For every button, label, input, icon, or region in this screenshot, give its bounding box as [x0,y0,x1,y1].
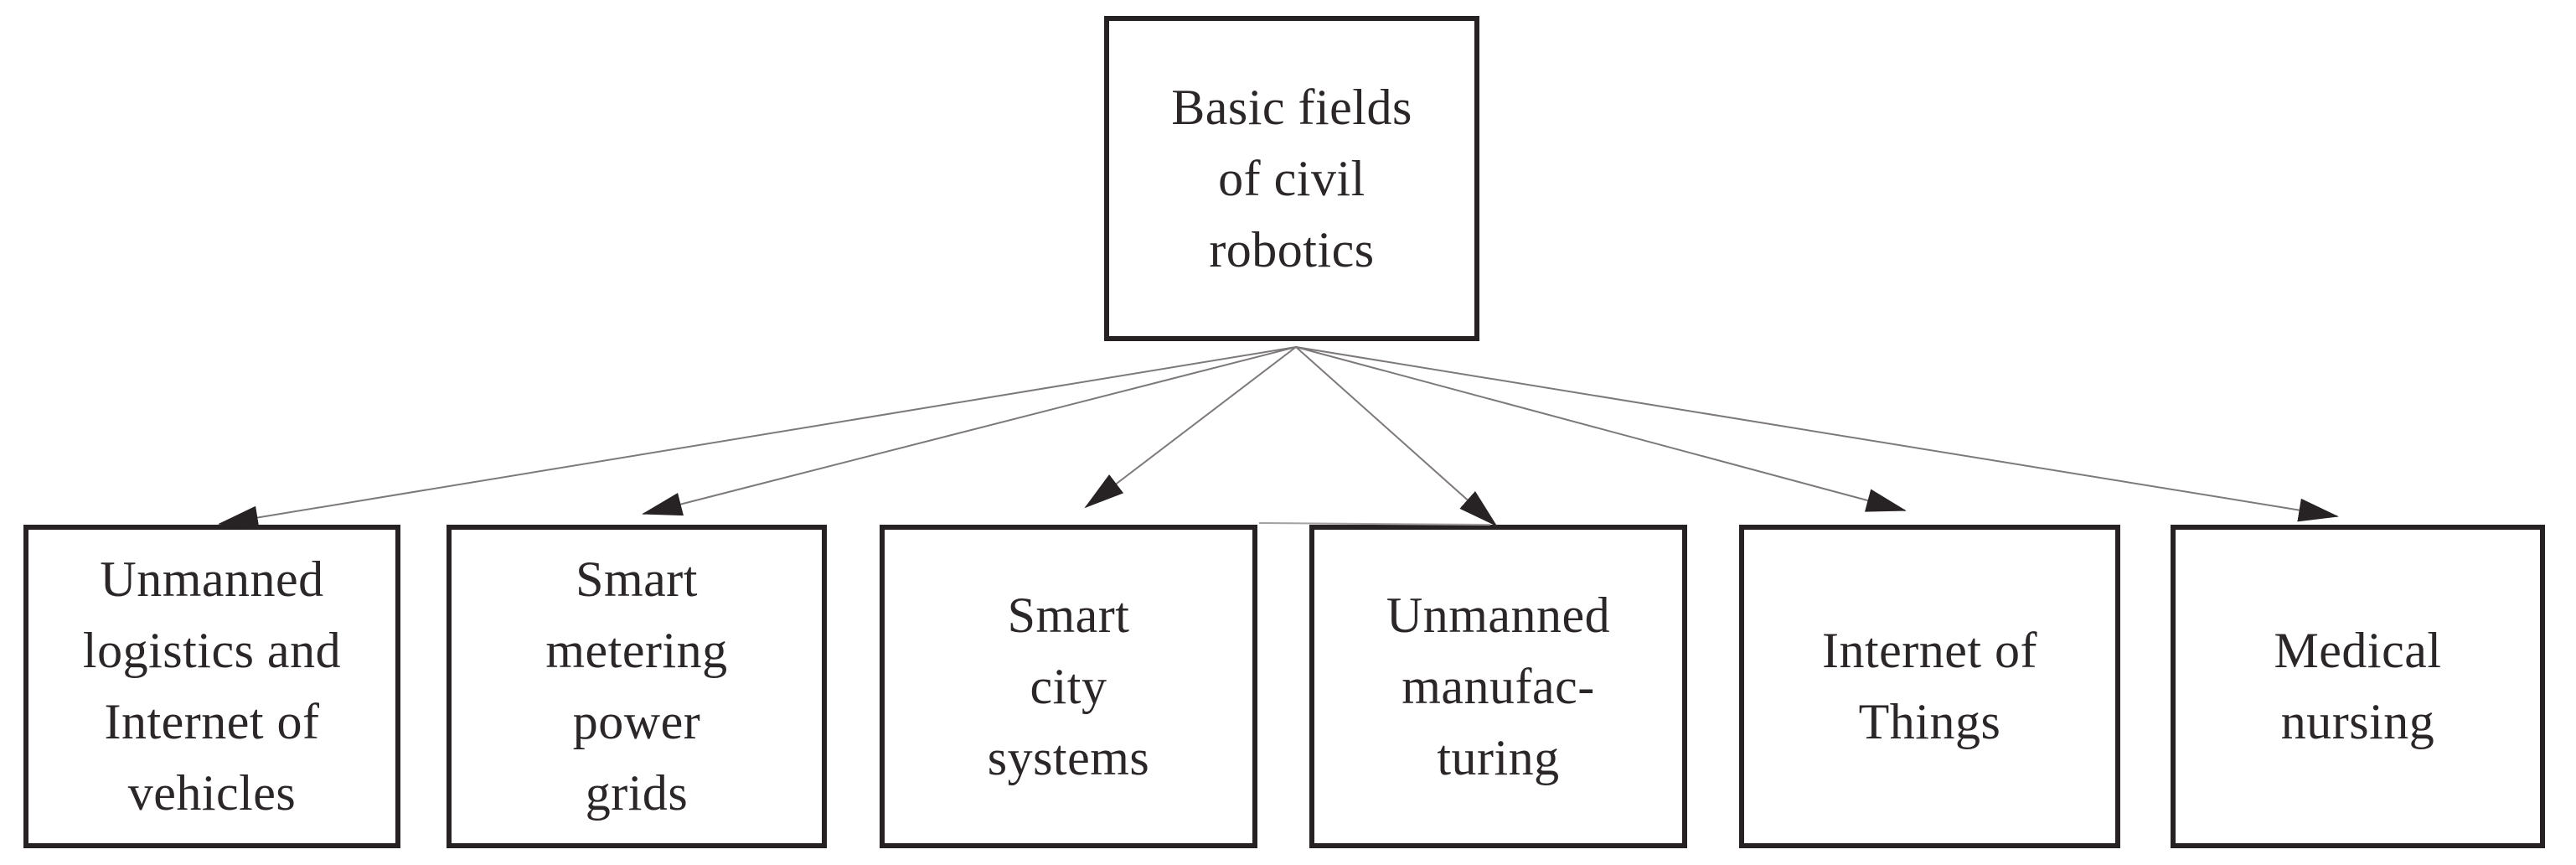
child-box-label: Medical nursing [2274,623,2442,749]
arrow-to-internet-of-things [1295,346,1907,512]
root-box-label: Basic fields of civil robotics [1171,79,1412,277]
child-box-smart-metering: Smart metering power grids [447,525,827,848]
child-box-label: Smart metering power grids [545,552,728,821]
child-box-internet-of-things: Internet of Things [1739,525,2120,848]
child-box-medical-nursing: Medical nursing [2171,525,2545,848]
arrow-to-unmanned-logistics [218,346,1297,530]
arrow-to-medical-nursing [1295,346,2339,522]
child-box-label: Internet of Things [1821,623,2038,749]
child-box-label: Smart city systems [987,587,1150,785]
child-box-unmanned-manufacturing: Unmanned manufac- turing [1309,525,1687,848]
arrow-to-smart-metering [642,346,1297,516]
child-box-label: Unmanned manufac- turing [1386,587,1611,785]
child-box-unmanned-logistics: Unmanned logistics and Internet of vehic… [23,525,400,848]
arrow-to-unmanned-manufacturing [1295,346,1498,527]
child-box-label: Unmanned logistics and Internet of vehic… [82,552,342,821]
arrow-to-smart-city [1084,346,1297,509]
child-box-smart-city: Smart city systems [880,525,1257,848]
root-box-basic-fields-of-civil-robotics: Basic fields of civil robotics [1104,16,1479,341]
